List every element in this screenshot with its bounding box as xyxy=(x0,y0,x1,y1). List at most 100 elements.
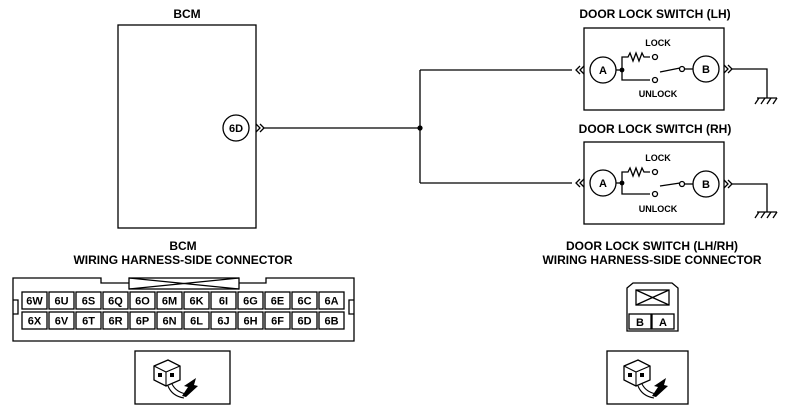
switch-rh-connector-mark-b xyxy=(723,179,733,189)
bcm-pin-label: 6V xyxy=(55,316,69,328)
switch-rh-common-contact xyxy=(678,180,686,188)
bcm-pin-label: 6A xyxy=(324,296,338,308)
bcm-pin-cell xyxy=(75,291,102,310)
bcm-pin-cell xyxy=(156,291,183,310)
connector-plug-arrow-icon xyxy=(623,359,668,399)
bcm-pin-label: 6R xyxy=(108,316,122,328)
bcm-pin-cell xyxy=(210,311,237,330)
switch-rh-resistor xyxy=(621,166,650,183)
bcm-pin-label: 6C xyxy=(297,296,311,308)
bcm-pin-cell xyxy=(102,311,129,330)
bcm-pin-cell xyxy=(156,311,183,330)
bcm-pin-cell xyxy=(291,291,318,310)
door-lock-switch-lh: DOOR LOCK SWITCH (LH) A LOCK UNLOCK B xyxy=(575,7,778,111)
switch-lh-lock-label: LOCK xyxy=(645,38,671,48)
switch-connector: B A xyxy=(626,282,679,332)
switch-lh-unlock-wire xyxy=(621,70,650,81)
bcm-connector-view-frame xyxy=(134,350,231,405)
bcm-pin-cell xyxy=(21,311,48,330)
bcm-connector-notches xyxy=(13,299,354,315)
switch-rh-connector-mark-a xyxy=(575,178,585,188)
switch-connector-pin-a-cell xyxy=(651,313,675,330)
bcm-pin-label: 6T xyxy=(82,316,95,328)
ground-icon xyxy=(754,211,778,219)
bcm-pin-label: 6X xyxy=(28,316,42,328)
bcm-pin-cell xyxy=(264,311,291,330)
switch-lh-connector-mark-a xyxy=(575,65,585,75)
bcm-terminal-label: 6D xyxy=(229,123,243,135)
switch-connector-housing xyxy=(626,282,679,332)
switch-lh-terminal-b-circle xyxy=(692,55,720,83)
switch-rh-terminal-b: B xyxy=(702,179,710,191)
switch-lh-title: DOOR LOCK SWITCH (LH) xyxy=(579,7,730,21)
bcm-pin-cell xyxy=(291,311,318,330)
switch-lh-resistor xyxy=(621,51,650,70)
bcm-pin-label: 6F xyxy=(271,316,284,328)
switch-rh-terminal-b-circle xyxy=(692,170,720,198)
connector-plug-arrow-icon xyxy=(153,359,198,399)
switch-rh-lock-contact xyxy=(651,168,659,176)
switch-rh-title: DOOR LOCK SWITCH (RH) xyxy=(579,122,732,136)
bcm-pin-cell xyxy=(237,291,264,310)
bcm-pin-label: 6S xyxy=(82,296,95,308)
switch-lh-terminal-a: A xyxy=(599,65,607,77)
bcm-pin-label: 6I xyxy=(219,296,228,308)
switch-latch-cross-2 xyxy=(635,289,670,306)
switch-rh-lever xyxy=(659,182,681,187)
bcm-pin-cell xyxy=(318,291,345,310)
switch-rh-terminal-a: A xyxy=(599,178,607,190)
bcm-pin-label: 6G xyxy=(243,296,258,308)
ground-icon xyxy=(754,97,778,105)
switch-lh-lock-contact xyxy=(651,53,659,61)
bcm-pin-label: 6P xyxy=(136,316,149,328)
switch-lh-connector-mark-b xyxy=(723,64,733,74)
bcm-pin-label: 6K xyxy=(189,296,203,308)
switch-rh-ground-wire xyxy=(732,183,768,212)
bcm-pin-label: 6E xyxy=(271,296,284,308)
bcm-pin-label: 6O xyxy=(135,296,150,308)
switch-lh-common-contact xyxy=(678,65,686,73)
bcm-pin-label: 6B xyxy=(324,316,338,328)
bcm-pin-cell xyxy=(129,311,156,330)
bcm-pin-cell xyxy=(318,311,345,330)
bcm-pin-cell xyxy=(237,311,264,330)
bcm-connector-mark xyxy=(255,123,265,133)
switch-lh-terminal-b: B xyxy=(702,64,710,76)
switch-rh-unlock-contact xyxy=(651,190,659,198)
switch-lh-ground-wire xyxy=(732,68,768,98)
bcm-pin-label: 6Q xyxy=(108,296,123,308)
bcm-pin-cell xyxy=(48,291,75,310)
switch-lh-unlock-contact xyxy=(651,76,659,84)
bcm-pin-cell xyxy=(75,311,102,330)
door-lock-switch-rh: DOOR LOCK SWITCH (RH) A LOCK UNLOCK B xyxy=(575,122,778,225)
bcm-pin-cell xyxy=(48,311,75,330)
bcm-pin-cell xyxy=(210,291,237,310)
switch-rh-unlock-label: UNLOCK xyxy=(639,204,678,214)
bcm-pin-cell xyxy=(183,311,210,330)
bcm-latch-cross-2 xyxy=(128,277,240,290)
switch-lh-unlock-label: UNLOCK xyxy=(639,89,678,99)
bcm-pin-label: 6N xyxy=(162,316,176,328)
bcm-pin-label: 6J xyxy=(217,316,229,328)
switch-connector-title-1: DOOR LOCK SWITCH (LH/RH) xyxy=(566,239,738,253)
switch-connector-title-2: WIRING HARNESS-SIDE CONNECTOR xyxy=(542,253,761,267)
bcm-connector-title-1: BCM xyxy=(169,239,196,253)
bcm-pin-label: 6H xyxy=(243,316,257,328)
bcm-pin-label: 6M xyxy=(162,296,177,308)
bcm-terminal-circle xyxy=(222,114,250,142)
bcm-pin-label: 6W xyxy=(26,296,43,308)
switch-rh-unlock-wire xyxy=(621,183,650,195)
switch-rh-lock-label: LOCK xyxy=(645,153,671,163)
bcm-connector-housing xyxy=(12,277,355,342)
switch-lh-lever xyxy=(659,67,681,73)
bcm-pin-cell xyxy=(183,291,210,310)
bcm-pin-cell xyxy=(129,291,156,310)
bcm-pin-label: 6D xyxy=(297,316,311,328)
bcm-title: BCM xyxy=(173,7,200,21)
bcm-pin-cell xyxy=(264,291,291,310)
bcm-pin-label: 6U xyxy=(54,296,68,308)
switch-connector-pin-b: B xyxy=(636,317,644,329)
